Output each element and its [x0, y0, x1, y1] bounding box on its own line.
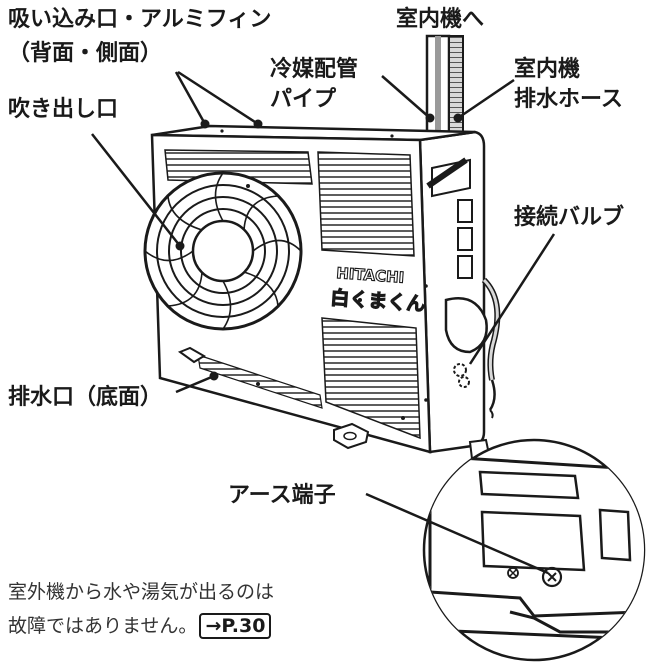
earth-zoom-callout	[422, 438, 646, 662]
label-refrigerant-line2: パイプ	[270, 87, 337, 112]
label-intake-location: （背面・側面）	[8, 41, 163, 66]
label-intake: 吸い込み口・アルミフィン	[8, 7, 272, 32]
unit-front-panel	[143, 133, 432, 454]
label-to-indoor: 室内機へ	[396, 7, 485, 32]
label-valve: 接続バルブ	[514, 205, 625, 230]
leader-outlet	[91, 133, 181, 247]
label-drain-hose-line1: 室内機	[514, 57, 581, 82]
label-drain-hose-line2: 排水ホース	[514, 87, 623, 112]
note-line2-text: 故障ではありません。	[8, 615, 198, 637]
label-refrigerant-line1: 冷媒配管	[270, 57, 359, 82]
note-line2: 故障ではありません。→P.30	[8, 610, 272, 643]
unit-side-panel	[418, 130, 501, 454]
leader-lines	[91, 70, 556, 575]
brand-name: HITACHI	[336, 264, 405, 287]
leader-intake-b	[177, 70, 259, 126]
leader-drain-hose	[457, 78, 515, 120]
label-earth-terminal: アース端子	[228, 483, 336, 508]
note-line1: 室外機から水や湯気が出るのは	[8, 581, 275, 603]
leader-drain-port	[175, 374, 215, 394]
label-outlet: 吹き出し口	[8, 97, 119, 122]
leader-intake-a	[174, 71, 207, 125]
leader-earth	[365, 492, 549, 575]
label-drain-port: 排水口（底面）	[8, 385, 163, 410]
leader-dots	[175, 113, 463, 381]
leader-refrigerant	[381, 75, 431, 119]
leader-valve	[468, 233, 556, 365]
unit-feet	[177, 346, 370, 450]
page-reference-link[interactable]: →P.30	[199, 613, 272, 639]
